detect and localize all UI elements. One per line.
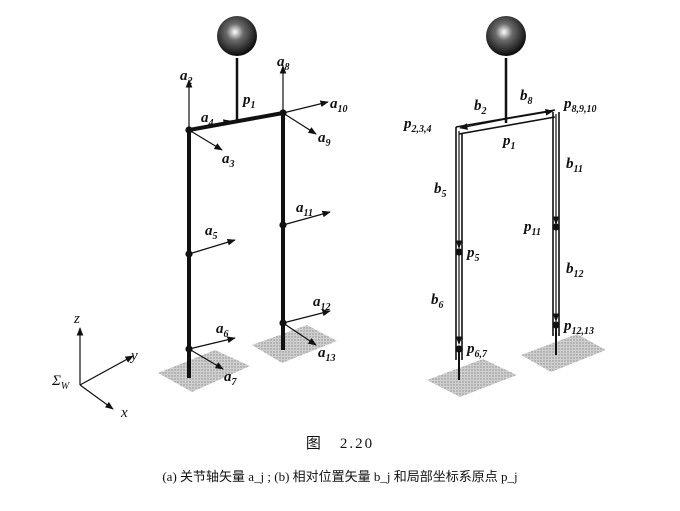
right-foot-plate-b xyxy=(521,334,606,372)
label-p8910: p8,9,10 xyxy=(562,96,597,115)
vec-a3 xyxy=(188,129,223,151)
vec-a4 xyxy=(188,119,232,131)
world-frame: z y x ΣW xyxy=(51,311,138,421)
vec-b8 xyxy=(505,108,554,120)
label-a2: a2 xyxy=(180,68,193,87)
label-a3: a3 xyxy=(222,151,235,170)
label-p11: p11 xyxy=(522,219,541,238)
vec-a10 xyxy=(282,100,329,114)
vec-a12 xyxy=(282,309,331,324)
label-a6: a6 xyxy=(216,321,229,340)
label-a8: a8 xyxy=(277,54,290,73)
label-a12: a12 xyxy=(313,294,331,313)
figure-caption: (a) 关节轴矢量 a_j ; (b) 相对位置矢量 b_j 和局部坐标系原点 … xyxy=(162,469,517,484)
vec-a13 xyxy=(282,322,317,346)
label-a4: a4 xyxy=(201,110,214,129)
vec-a9 xyxy=(282,112,317,135)
vec-b2 xyxy=(459,118,507,130)
point-p11 xyxy=(552,223,560,231)
label-a9: a9 xyxy=(318,130,331,149)
label-b8: b8 xyxy=(520,88,533,107)
world-y-label: y xyxy=(129,348,138,364)
panel-b: b2 b8 p8,9,10 p2,3,4 p1 b5 p5 b6 p6,7 b1… xyxy=(402,16,606,397)
label-b2: b2 xyxy=(474,98,487,117)
vec-a11 xyxy=(282,210,331,226)
label-p1213: p12,13 xyxy=(562,318,594,337)
vec-a7 xyxy=(188,348,224,370)
label-a13: a13 xyxy=(318,345,336,364)
label-a7: a7 xyxy=(224,369,238,388)
world-x-axis xyxy=(79,384,114,410)
head-ball-a xyxy=(217,16,257,56)
left-foot-plate-b xyxy=(427,359,517,397)
label-a5: a5 xyxy=(205,223,218,242)
point-p67 xyxy=(455,345,463,353)
label-b5: b5 xyxy=(434,181,447,200)
world-z-label: z xyxy=(73,311,80,327)
panel-a: a2 a4 a3 p1 a8 a10 a9 a5 a11 a6 a7 a12 a… xyxy=(158,16,348,392)
right-foot-plate xyxy=(252,325,337,363)
label-a11: a11 xyxy=(296,200,313,219)
label-b11: b11 xyxy=(566,156,583,175)
label-b6: b6 xyxy=(431,292,444,311)
head-ball-b xyxy=(486,16,526,56)
figure-title: 图 2.20 xyxy=(306,435,374,452)
vec-a5 xyxy=(188,238,236,255)
left-foot-plate xyxy=(158,350,250,392)
label-p1-a: p1 xyxy=(241,92,256,111)
world-x-label: x xyxy=(120,405,128,421)
vec-a6 xyxy=(188,336,236,350)
point-p5 xyxy=(455,248,463,256)
label-p1-b: p1 xyxy=(501,133,516,152)
label-a10: a10 xyxy=(330,96,348,115)
label-p234: p2,3,4 xyxy=(402,116,432,135)
label-p67: p6,7 xyxy=(465,341,488,360)
label-b12: b12 xyxy=(566,261,584,280)
point-p1213 xyxy=(552,321,560,329)
world-sigma-label: ΣW xyxy=(51,373,71,392)
label-p5: p5 xyxy=(465,245,480,264)
world-y-axis xyxy=(79,355,134,386)
